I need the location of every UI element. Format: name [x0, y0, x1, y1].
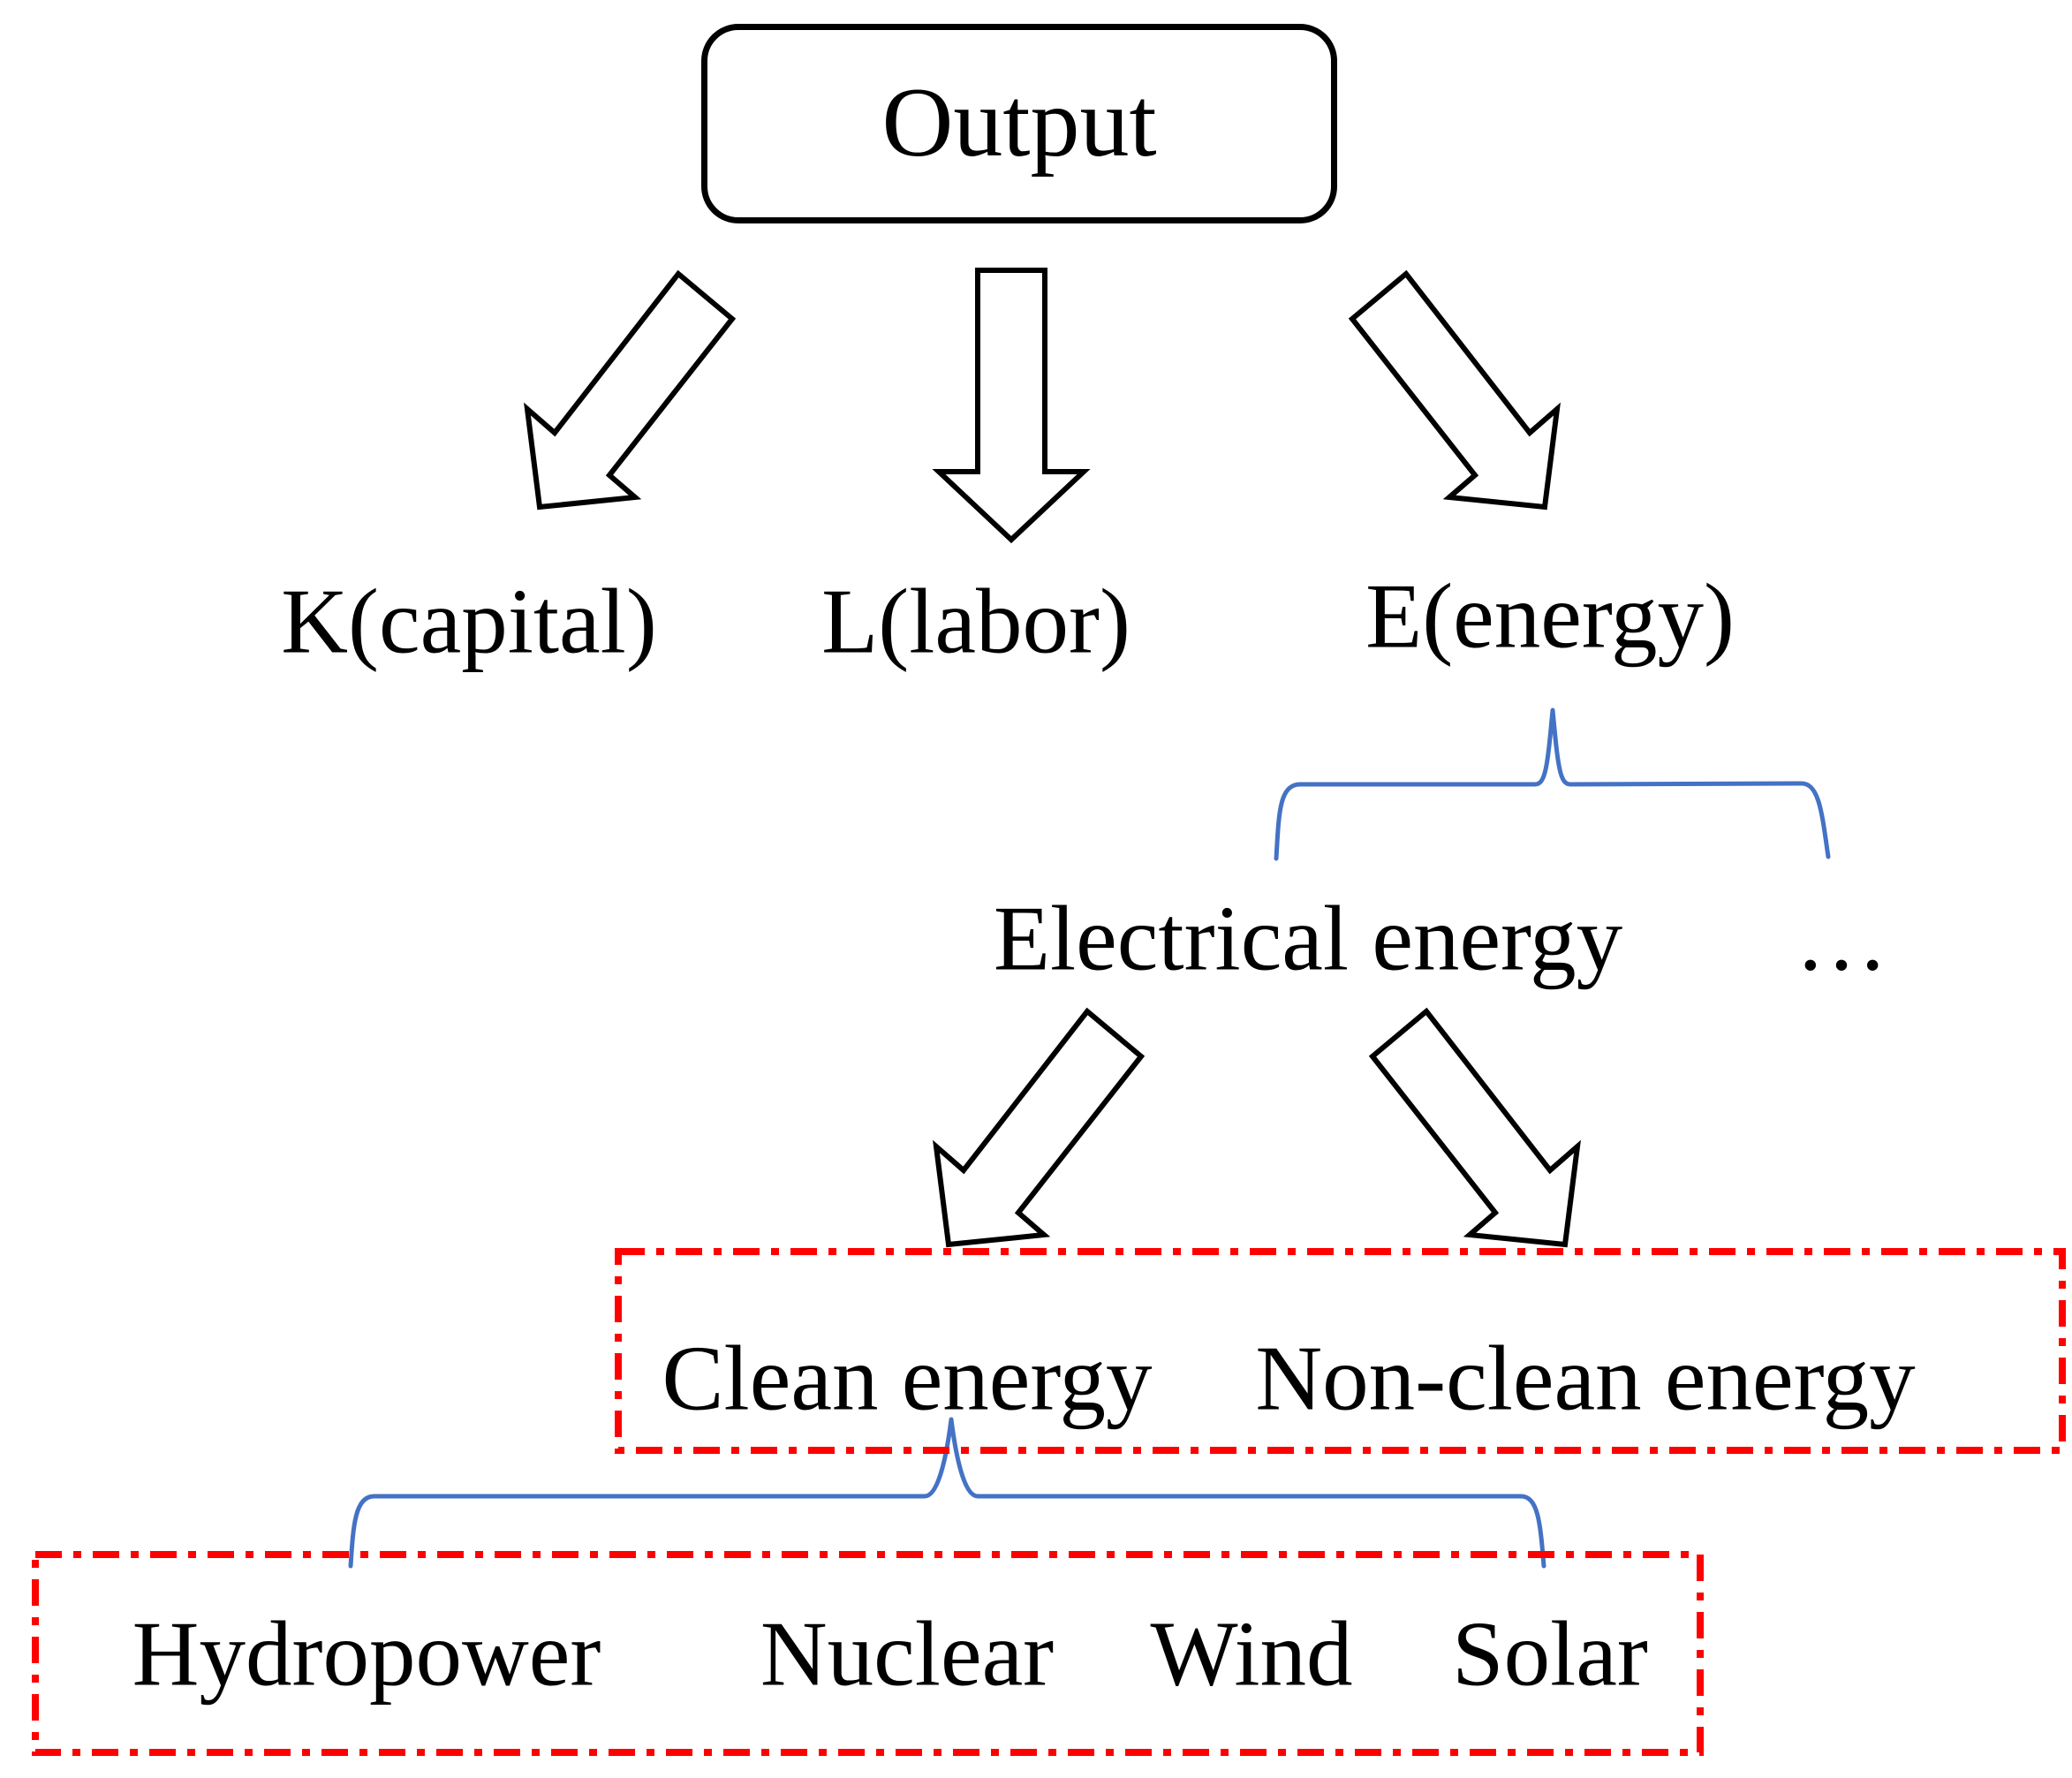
output-node: Output [701, 24, 1337, 223]
nuclear-label: Nuclear [760, 1601, 1055, 1706]
electrical-energy-label: Electrical energy [993, 886, 1623, 990]
solar-label: Solar [1452, 1601, 1648, 1706]
energy-label: E(energy) [1365, 564, 1735, 668]
labor-label: L(labor) [821, 569, 1131, 673]
non-clean-energy-label: Non-clean energy [1255, 1326, 1916, 1430]
arrow-output-to-capital-icon [524, 269, 737, 511]
brace-energy-breakdown [1274, 707, 1831, 861]
clean-energy-label: Clean energy [662, 1326, 1153, 1430]
wind-label: Wind [1150, 1601, 1353, 1706]
highlight-box-electrical-types [615, 1248, 2066, 1454]
arrow-electrical-to-nonclean-icon [1368, 1007, 1581, 1248]
output-label: Output [881, 68, 1157, 178]
brace-clean-energy-breakdown [348, 1417, 1546, 1569]
capital-label: K(capital) [281, 569, 657, 673]
highlight-box-clean-sources [32, 1551, 1704, 1756]
hydropower-label: Hydropower [132, 1601, 601, 1706]
arrow-output-to-energy-icon [1348, 269, 1561, 511]
other-energy-ellipsis: … [1795, 886, 1888, 990]
arrow-output-to-labor-icon [932, 268, 1091, 544]
arrow-electrical-to-clean-icon [933, 1007, 1146, 1248]
